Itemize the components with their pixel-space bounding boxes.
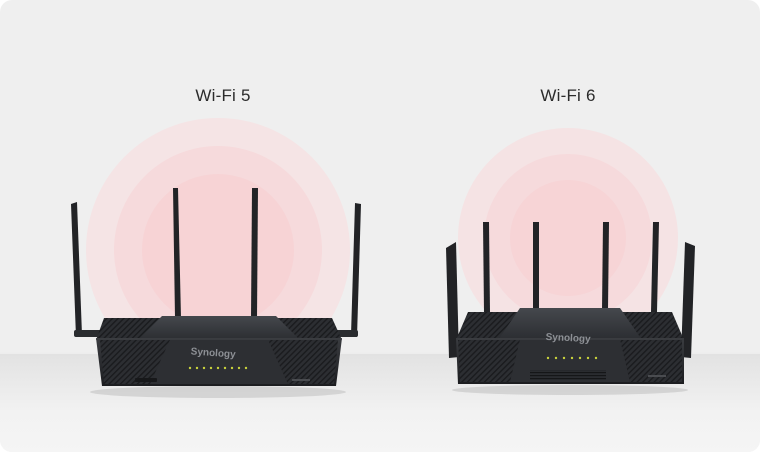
wifi6-signal-rings [458,128,678,348]
wifi5-router: Synology [71,188,361,398]
wifi5-brand-logo: Synology [190,346,236,360]
wifi6-brand-logo: Synology [545,332,591,345]
wifi5-label: Wi-Fi 5 [195,86,251,105]
wifi6-status-leds [546,356,598,360]
wifi6-antennas [446,222,695,358]
wifi5-status-leds [188,366,248,370]
wifi6-label: Wi-Fi 6 [540,86,596,105]
wifi6-router: Synology [446,222,695,395]
